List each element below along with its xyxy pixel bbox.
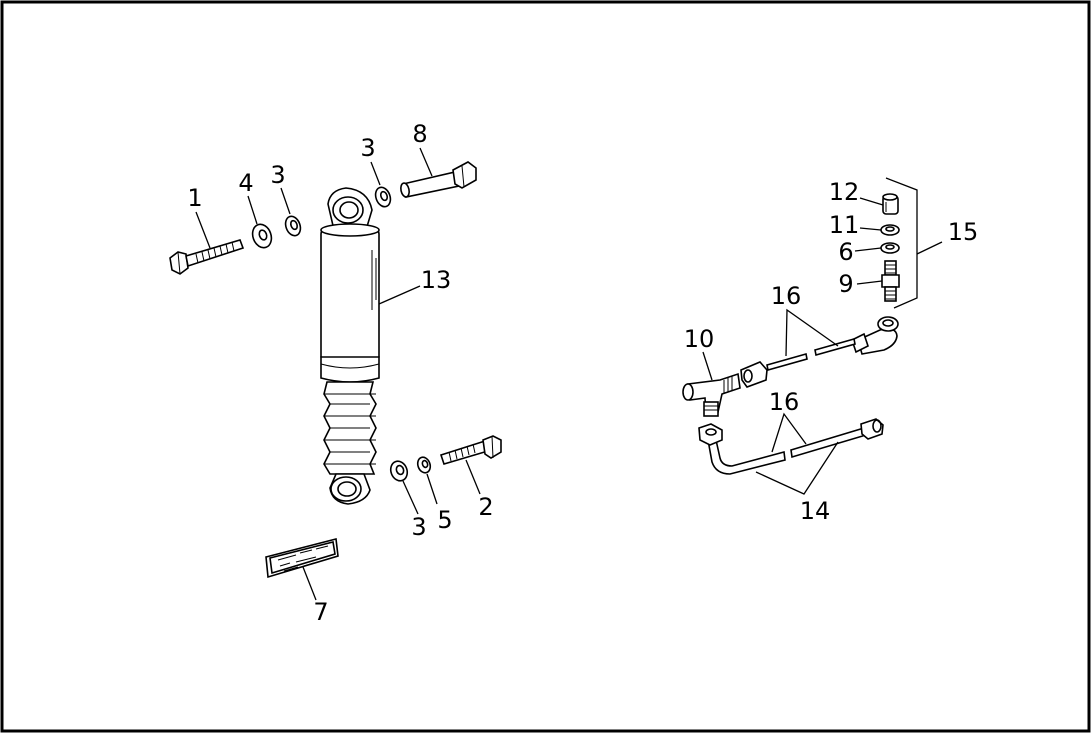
elbow-fitting xyxy=(851,316,899,355)
callout-8: 8 xyxy=(412,120,427,148)
label-plate-part-7 xyxy=(265,537,339,579)
callout-4: 4 xyxy=(238,169,253,197)
washer-part-3-bottom xyxy=(389,460,409,482)
hose-nut-lower-left xyxy=(698,423,723,446)
callout-labels: 1 4 3 3 8 13 3 5 2 7 12 11 6 9 15 16 10 … xyxy=(187,120,978,626)
callout-2: 2 xyxy=(478,493,493,521)
callout-11: 11 xyxy=(829,211,860,239)
callout-16-lower: 16 xyxy=(769,388,800,416)
callout-10: 10 xyxy=(684,325,715,353)
washer-part-3-left xyxy=(284,215,302,237)
washer-part-5 xyxy=(416,456,432,474)
callout-15: 15 xyxy=(948,218,979,246)
callout-6: 6 xyxy=(838,238,853,266)
bolt-part-1 xyxy=(169,239,245,275)
hose-nut-upper xyxy=(740,361,768,388)
callout-1: 1 xyxy=(187,184,202,212)
callout-13: 13 xyxy=(421,266,452,294)
tee-fitting-part-10 xyxy=(682,372,741,417)
leader-lines xyxy=(195,147,943,601)
nut-part-11 xyxy=(880,224,900,236)
hose-part-14-lower xyxy=(707,426,867,475)
callout-12: 12 xyxy=(829,178,860,206)
shock-absorber-part-13 xyxy=(320,187,380,505)
bracket-part-15 xyxy=(885,177,918,309)
washer-part-4 xyxy=(251,223,273,249)
hose-part-16-upper xyxy=(766,337,856,372)
callout-14: 14 xyxy=(800,497,831,525)
callout-3-left: 3 xyxy=(270,161,285,189)
callout-3-bottom: 3 xyxy=(411,513,426,541)
hose-nut-lower-right xyxy=(860,418,884,440)
callout-16-upper: 16 xyxy=(771,282,802,310)
pin-part-8 xyxy=(400,161,477,198)
callout-9: 9 xyxy=(838,270,853,298)
valve-part-9 xyxy=(881,260,900,302)
callout-5: 5 xyxy=(437,506,452,534)
washer-part-3-top xyxy=(374,186,392,208)
cap-part-12 xyxy=(882,193,899,215)
washer-part-6 xyxy=(880,242,900,254)
bolt-part-2 xyxy=(439,435,502,465)
callout-7: 7 xyxy=(313,598,328,626)
callout-3-top: 3 xyxy=(360,134,375,162)
